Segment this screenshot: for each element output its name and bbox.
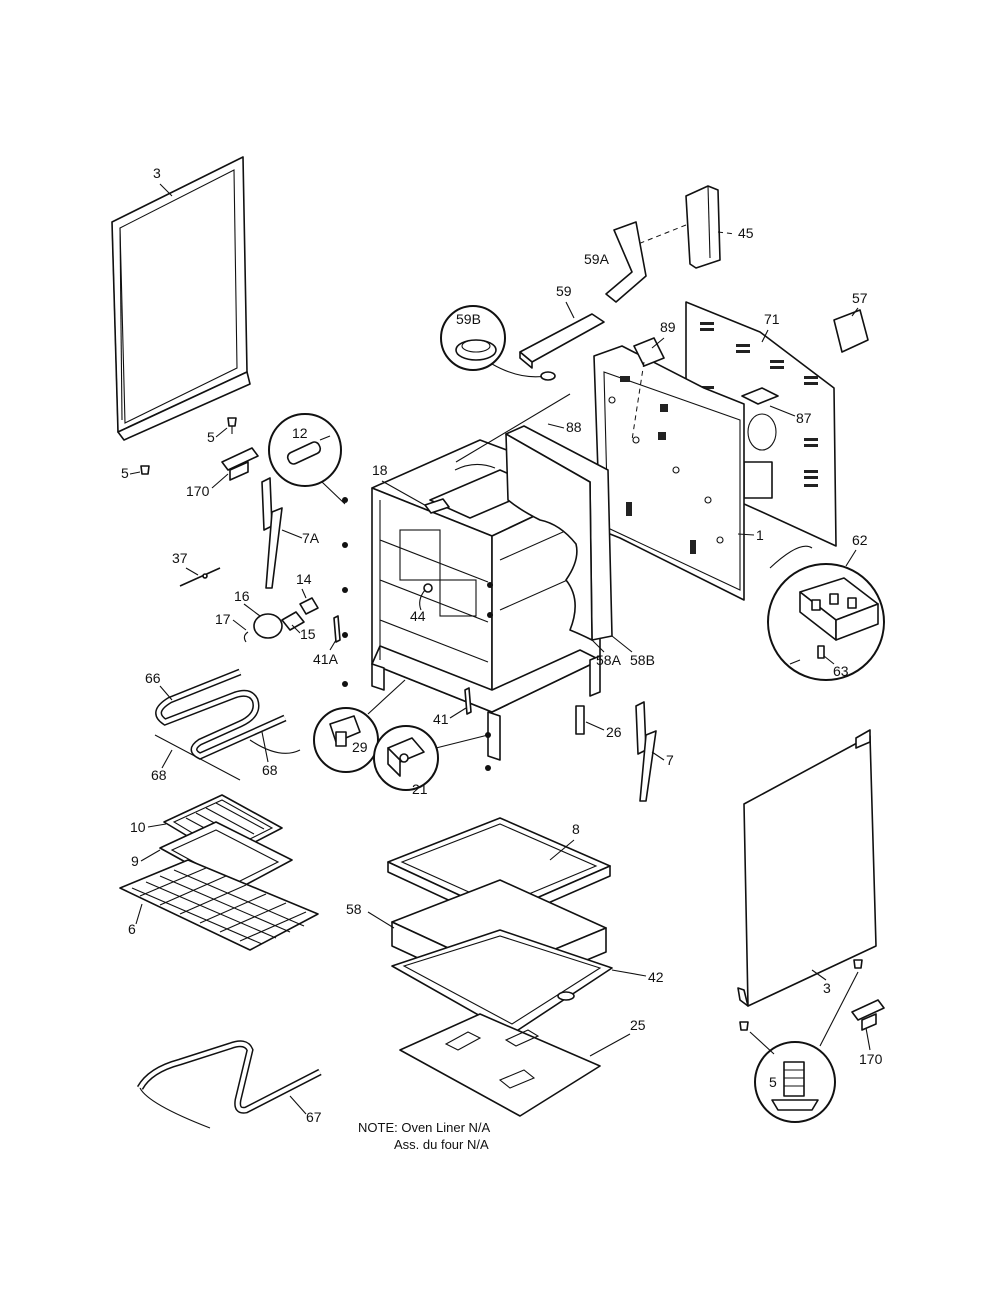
light-44 <box>419 583 433 611</box>
igniter-12 <box>286 435 331 465</box>
label-5-b: 5 <box>121 465 129 481</box>
label-41: 41 <box>433 711 449 727</box>
hinge-7A <box>261 477 283 589</box>
label-42: 42 <box>648 969 664 985</box>
screw-5-right-a <box>853 959 863 969</box>
label-37: 37 <box>172 550 188 566</box>
label-62: 62 <box>852 532 868 548</box>
drawer-liner-25 <box>399 1013 601 1117</box>
terminal-block-62 <box>799 577 879 641</box>
label-57: 57 <box>852 290 868 306</box>
label-10: 10 <box>130 819 146 835</box>
screw-5-b <box>140 465 150 475</box>
label-58A: 58A <box>596 652 622 668</box>
clip-18 <box>424 498 450 514</box>
drawer-bottom-42 <box>391 929 613 1035</box>
label-plate-57 <box>833 309 869 353</box>
label-3-right: 3 <box>823 980 831 996</box>
label-41A: 41A <box>313 651 339 667</box>
label-9: 9 <box>131 853 139 869</box>
screw-63 <box>789 645 825 665</box>
label-7A: 7A <box>302 530 320 546</box>
screw-5-a <box>227 417 237 434</box>
label-25: 25 <box>630 1017 646 1033</box>
label-16: 16 <box>234 588 250 604</box>
label-67: 67 <box>306 1109 322 1125</box>
oven-rack-6 <box>119 859 319 951</box>
label-68-a: 68 <box>151 767 167 783</box>
bracket-170-left <box>221 447 259 481</box>
wire-62 <box>769 545 813 569</box>
label-3-left: 3 <box>153 165 161 181</box>
fan-59B <box>455 339 497 361</box>
label-17: 17 <box>215 611 231 627</box>
insulation-58A <box>505 433 593 641</box>
label-5-right: 5 <box>769 1074 777 1090</box>
label-88: 88 <box>566 419 582 435</box>
clip-41 <box>464 687 472 715</box>
hinge-7 <box>635 701 657 802</box>
duct-59 <box>519 313 605 369</box>
label-59B: 59B <box>456 311 481 327</box>
label-170-left: 170 <box>186 483 210 499</box>
cover-45 <box>685 185 721 269</box>
label-26: 26 <box>606 724 622 740</box>
label-66: 66 <box>145 670 161 686</box>
label-68-b: 68 <box>262 762 278 778</box>
label-87: 87 <box>796 410 812 426</box>
wire-88 <box>455 393 571 463</box>
label-1: 1 <box>756 527 764 543</box>
note-line-1: NOTE: Oven Liner N/A <box>358 1120 491 1135</box>
broil-element-67 <box>136 1040 322 1129</box>
bracket-89 <box>631 337 665 441</box>
terminal-block-21 <box>387 737 425 777</box>
label-21: 21 <box>412 781 428 797</box>
label-5-a: 5 <box>207 429 215 445</box>
screw-5-right-b <box>739 1021 749 1031</box>
label-18: 18 <box>372 462 388 478</box>
wire-68 <box>154 734 301 781</box>
side-panel-right <box>737 729 877 1007</box>
label-59A: 59A <box>584 251 610 267</box>
label-15: 15 <box>300 626 316 642</box>
label-63: 63 <box>833 663 849 679</box>
label-14: 14 <box>296 571 312 587</box>
clip-41A <box>333 615 341 643</box>
label-89: 89 <box>660 319 676 335</box>
label-7: 7 <box>666 752 674 768</box>
leveling-leg-5 <box>771 1061 819 1111</box>
label-8: 8 <box>572 821 580 837</box>
hinge-receptacle-26 <box>575 705 585 735</box>
label-44: 44 <box>410 608 426 624</box>
label-58: 58 <box>346 901 362 917</box>
bracket-170-right <box>851 999 885 1031</box>
label-58B: 58B <box>630 652 655 668</box>
note-line-2: Ass. du four N/A <box>394 1137 489 1152</box>
screw-points <box>342 497 493 771</box>
label-71: 71 <box>764 311 780 327</box>
label-6: 6 <box>128 921 136 937</box>
clip-29 <box>329 715 361 747</box>
side-panel-left <box>111 156 251 441</box>
wire-37 <box>179 567 221 587</box>
label-12: 12 <box>292 425 308 441</box>
label-45: 45 <box>738 225 754 241</box>
label-170-right: 170 <box>859 1051 883 1067</box>
rear-panel-1 <box>593 345 745 601</box>
duct-59A <box>605 221 647 303</box>
label-59: 59 <box>556 283 572 299</box>
label-29: 29 <box>352 739 368 755</box>
oven-cavity-body <box>371 439 601 761</box>
bake-element-66 <box>155 668 287 760</box>
light-assembly <box>243 597 319 643</box>
